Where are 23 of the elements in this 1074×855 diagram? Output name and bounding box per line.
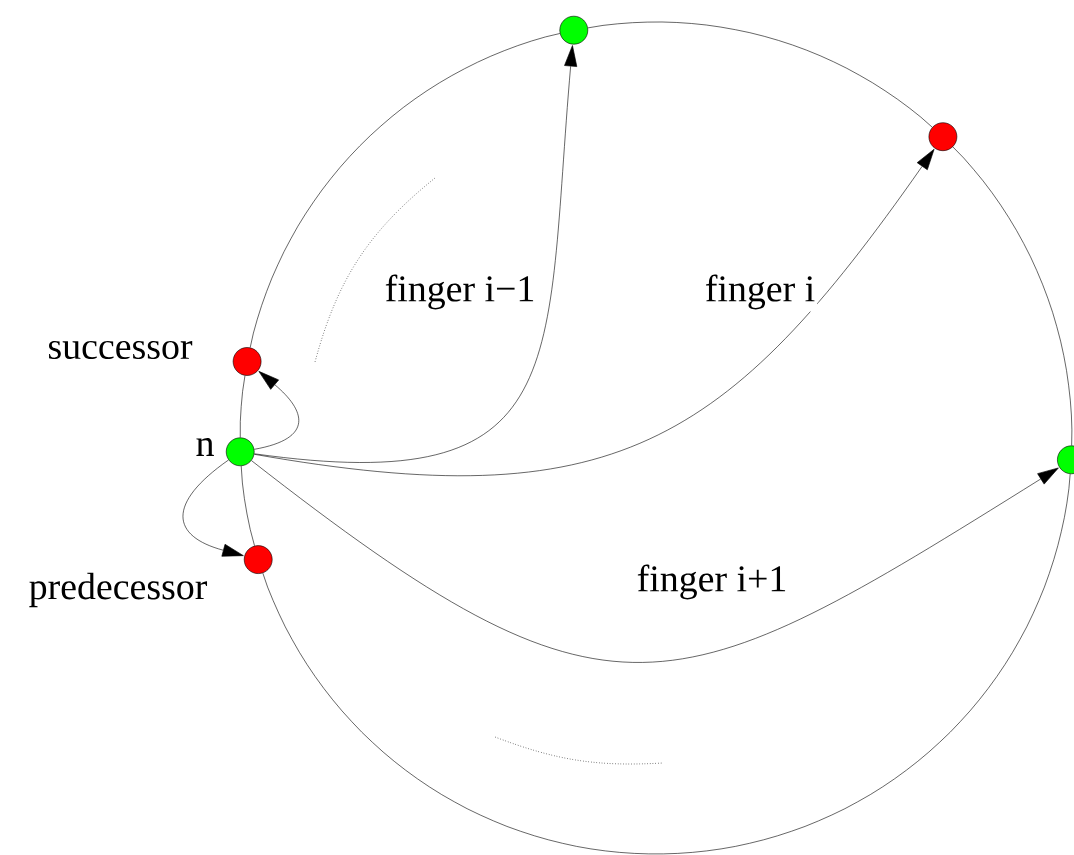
finger-arrow: [254, 149, 935, 476]
ring-line: [262, 473, 1071, 855]
ring-node: [928, 122, 958, 151]
ring-line: [239, 375, 246, 438]
finger-arrow: [251, 460, 1059, 663]
ring-node: [243, 545, 273, 574]
finger-arrow: [254, 371, 299, 450]
edge-label: finger i: [706, 274, 815, 310]
ring-line: [240, 465, 255, 547]
ring-line: [249, 33, 561, 348]
ring-node: [225, 437, 255, 467]
node-label: n: [196, 438, 214, 456]
ring-node: [559, 15, 589, 45]
node-label: successor: [49, 340, 193, 360]
ring-node: [1057, 445, 1074, 475]
node-label: predecessor: [29, 572, 208, 608]
ring-line: [587, 21, 933, 128]
edge-label: finger i−1: [385, 274, 534, 310]
finger-arrow: [254, 45, 578, 463]
ring-node: [232, 347, 262, 376]
finger-arrow: [182, 459, 244, 557]
ring-line: [952, 146, 1073, 446]
edge-label: finger i+1: [637, 564, 786, 600]
